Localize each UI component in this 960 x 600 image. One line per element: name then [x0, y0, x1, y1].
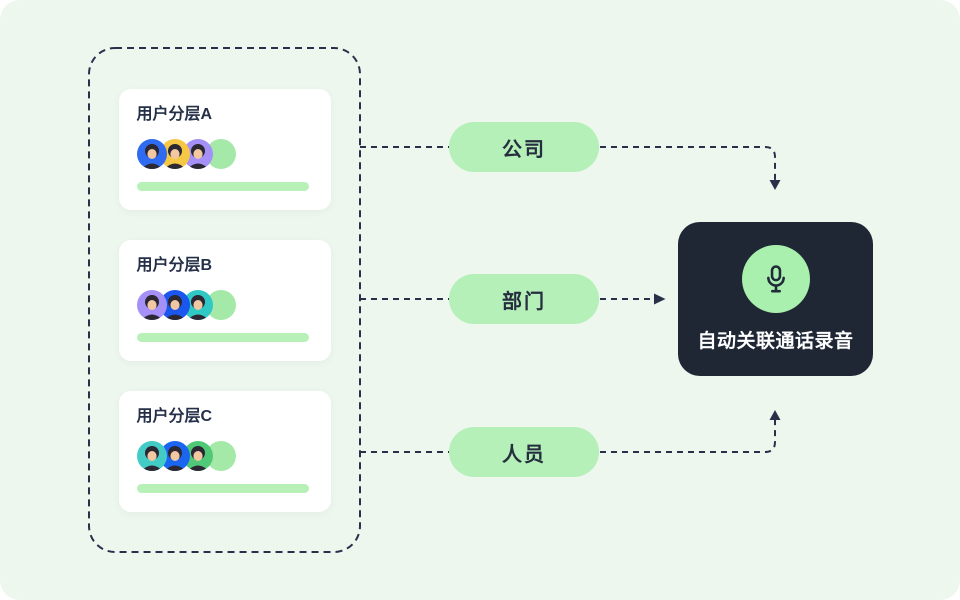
result-title: 自动关联通话录音 — [697, 331, 854, 352]
arrow-up-icon — [769, 410, 781, 420]
label-company: 公司 — [449, 122, 599, 172]
card-title: 用户分层A — [136, 105, 213, 123]
arrow-down-icon — [769, 180, 781, 190]
avatar-row — [136, 138, 313, 169]
avatar-row — [136, 289, 313, 320]
avatar — [136, 138, 167, 169]
user-segment-card-a: 用户分层A — [118, 88, 331, 210]
label-department: 部门 — [449, 274, 599, 324]
result-card: 自动关联通话录音 — [678, 222, 873, 376]
user-segments-group: 用户分层A 用户分层B — [89, 48, 360, 552]
avatar — [136, 289, 167, 320]
card-title: 用户分层C — [136, 407, 213, 425]
label-person: 人员 — [449, 427, 599, 477]
avatar — [136, 440, 167, 471]
avatar-row — [136, 440, 313, 471]
progress-bar — [136, 181, 309, 191]
arrow-right-icon — [654, 293, 666, 305]
microphone-badge — [741, 245, 810, 313]
connector-c-right — [600, 419, 776, 453]
progress-bar — [136, 332, 309, 342]
user-segment-card-c: 用户分层C — [118, 390, 331, 512]
progress-bar — [136, 483, 309, 493]
card-title: 用户分层B — [136, 256, 213, 274]
connector-a-right — [600, 146, 776, 181]
microphone-icon — [766, 265, 785, 293]
user-segment-card-b: 用户分层B — [118, 239, 331, 361]
